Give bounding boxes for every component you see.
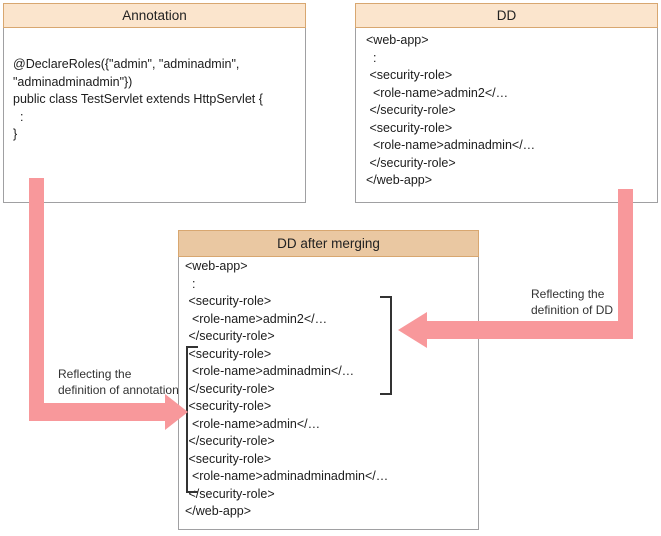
dd-arrow-vertical-bar [618, 189, 633, 339]
annotation-arrow-horizontal-bar [29, 403, 165, 421]
dd-code: <web-app> : <security-role> <role-name>a… [366, 33, 536, 187]
dd-flow-label: Reflecting the definition of DD [531, 287, 614, 317]
merged-code: <web-app> : <security-role> <role-name>a… [185, 259, 389, 518]
dd-lines-bracket [380, 296, 392, 395]
dd-panel: DD <web-app> : <security-role> <role-nam… [355, 3, 658, 203]
merged-panel: DD after merging <web-app> : <security-r… [178, 230, 479, 530]
annotation-arrow-vertical-bar [29, 178, 44, 421]
merged-panel-title: DD after merging [178, 230, 479, 257]
dd-panel-title: DD [355, 3, 658, 28]
annotation-panel: Annotation @DeclareRoles({"admin", "admi… [3, 3, 306, 203]
annotation-arrow-head-icon [165, 394, 188, 430]
annotation-flow-label: Reflecting the definition of annotation [58, 367, 179, 397]
annotation-panel-title: Annotation [3, 3, 306, 28]
dd-arrow-head-icon [398, 312, 427, 348]
annotation-code: @DeclareRoles({"admin", "adminadmin", "a… [13, 57, 263, 141]
dd-arrow-horizontal-bar [427, 321, 633, 339]
